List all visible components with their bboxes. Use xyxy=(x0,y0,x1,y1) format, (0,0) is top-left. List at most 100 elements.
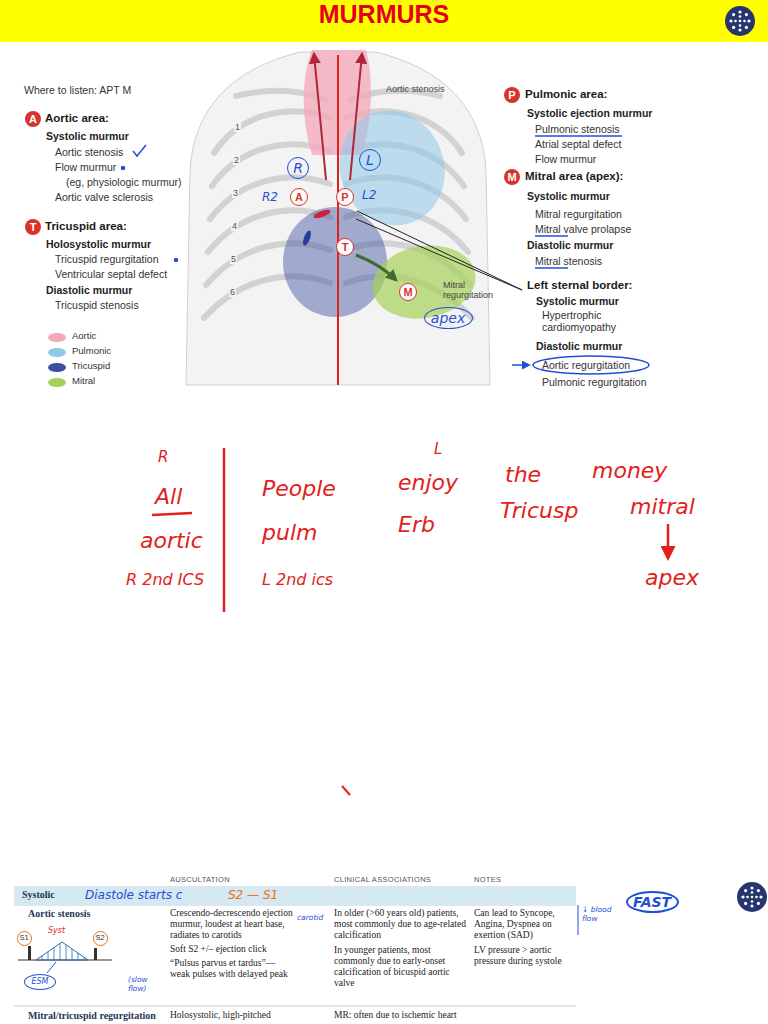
table-header: CLINICAL ASSOCIATIONS xyxy=(334,875,431,884)
marker-circle: A xyxy=(25,111,41,127)
node-label: FAST xyxy=(633,895,671,909)
murmur-type: Diastolic murmur xyxy=(536,340,622,352)
leader-line xyxy=(356,211,522,290)
condition-text: Flow murmur xyxy=(55,161,116,173)
rib-number: 6 xyxy=(229,287,236,297)
rib-number: 3 xyxy=(232,188,239,198)
murmur-waveform xyxy=(28,946,31,960)
node-label: T xyxy=(30,222,37,233)
table-band xyxy=(14,886,576,906)
legend-label: Pulmonic xyxy=(72,345,111,356)
murmur-waveform xyxy=(36,942,88,960)
murmur-waveform xyxy=(48,952,49,960)
mnemonic-word: People xyxy=(262,476,336,501)
condition-text: Mitral stenosis xyxy=(535,255,602,267)
marker-circle: P xyxy=(336,188,354,206)
mnemonic-word: the xyxy=(505,462,541,487)
node-label: M xyxy=(403,287,412,298)
mnemonic-marks xyxy=(223,448,226,612)
table-cell: In younger patients, most commonly due t… xyxy=(334,945,468,989)
area-heading: Left sternal border: xyxy=(527,279,632,291)
leader-line xyxy=(356,219,522,290)
logo-icon xyxy=(743,20,746,23)
condition-text: Aortic regurgitation xyxy=(542,359,630,371)
table-cell: In older (>60 years old) patients, most … xyxy=(334,908,468,941)
table-cell: Soft S2 +/– ejection click xyxy=(170,944,295,955)
logo-icon xyxy=(738,28,741,31)
node-label: P xyxy=(341,192,348,203)
pen-marks xyxy=(133,145,146,156)
node-label: P xyxy=(508,90,515,101)
legend-swatch xyxy=(48,333,66,342)
mnemonic-word: aortic xyxy=(140,528,203,553)
table-cell: LV pressure > aortic pressure during sys… xyxy=(474,945,572,967)
handwritten-side: R xyxy=(158,448,168,466)
murmur-type: Diastolic murmur xyxy=(46,284,132,296)
murmur-waveform xyxy=(42,943,84,960)
murmur-waveform xyxy=(42,956,43,960)
mnemonic-word: R 2nd ICS xyxy=(126,570,204,589)
area-heading: Tricuspid area: xyxy=(45,220,127,232)
murmur-waveform xyxy=(578,905,579,935)
logo-icon xyxy=(739,20,742,23)
handwritten-note: L2 xyxy=(362,188,376,202)
marker-circle: A xyxy=(290,188,308,206)
rib-number: 1 xyxy=(234,122,241,132)
mnemonic-marks xyxy=(667,524,670,558)
table-row-title: Mitral/tricuspid regurgitation xyxy=(28,1010,156,1021)
mnemonic-word: apex xyxy=(645,565,699,590)
rib-number: 4 xyxy=(231,221,238,231)
marker-circle: S1 xyxy=(17,931,32,946)
rib-number: 5 xyxy=(230,254,237,264)
node-label: S1 xyxy=(19,934,28,942)
flow-arrow xyxy=(350,54,362,180)
marker-circle: M xyxy=(399,283,417,301)
handwritten-note: carotid xyxy=(297,913,323,922)
mnemonic-word: Tricusp xyxy=(500,498,578,523)
logo-icon xyxy=(747,19,750,22)
pen-marks xyxy=(535,135,622,137)
mnemonic-word: enjoy xyxy=(398,470,458,495)
table-cell: “Pulsus parvus et tardus”—weak pulses wi… xyxy=(170,958,295,980)
condition-text: Pulmonic stenosis xyxy=(535,123,620,135)
rib-number: 2 xyxy=(233,155,240,165)
marker-circle: L xyxy=(359,149,381,171)
node-label: M xyxy=(507,172,516,183)
pen-marks xyxy=(175,259,178,262)
title-band xyxy=(0,0,768,42)
condition-text: Mitral regurgitation xyxy=(535,208,622,220)
table-band xyxy=(14,1006,576,1007)
leader-line xyxy=(357,211,522,290)
murmur-waveform xyxy=(18,905,578,973)
mnemonic-marks xyxy=(152,448,668,795)
logo-icon xyxy=(732,13,735,16)
condition-text: Where to listen: APT M xyxy=(24,84,131,96)
logo-icon xyxy=(725,6,755,36)
handwritten-note: Diastole starts c xyxy=(85,888,182,902)
condition-text: Pulmonic regurgitation xyxy=(542,376,646,388)
murmur-waveform xyxy=(60,943,61,960)
condition-text: Aortic valve sclerosis xyxy=(55,191,153,203)
condition-text: Tricuspid stenosis xyxy=(55,299,139,311)
marker-circle: T xyxy=(336,238,354,256)
marker-circle: FAST xyxy=(626,891,679,913)
node-label: apex xyxy=(431,311,465,325)
torso-outline xyxy=(186,52,490,385)
mnemonic-marks xyxy=(342,786,350,795)
murmur-waveform xyxy=(84,957,85,960)
figure-label: Mitral regurgitation xyxy=(443,280,501,300)
title-band xyxy=(0,0,768,42)
murmur-type: Systolic ejection murmur xyxy=(527,107,652,119)
area-heading: Pulmonic area: xyxy=(525,88,607,100)
flow-arrow xyxy=(314,54,326,180)
area-heading: Aortic area: xyxy=(45,112,109,124)
marker-circle: S2 xyxy=(93,931,108,946)
murmur-type: Systolic murmur xyxy=(536,295,619,307)
node-label: R xyxy=(293,161,303,175)
logo-icon xyxy=(738,10,741,13)
table-header: NOTES xyxy=(474,875,501,884)
marker-circle: apex xyxy=(424,307,473,329)
legend-label: Aortic xyxy=(72,330,96,341)
sternum-line xyxy=(338,55,339,385)
pen-marks xyxy=(535,235,568,237)
